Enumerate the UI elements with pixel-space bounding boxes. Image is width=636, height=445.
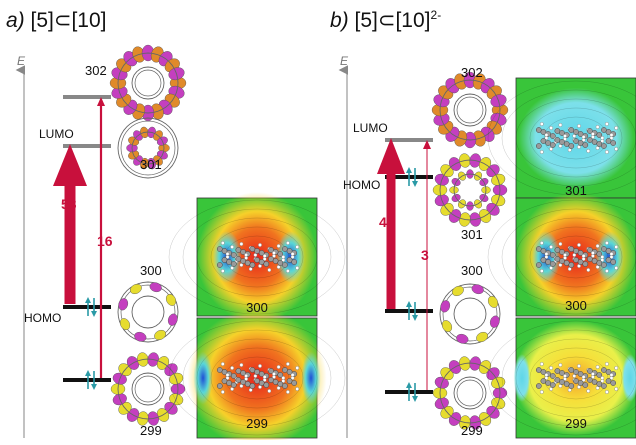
panel-a-homo-label: HOMO	[24, 311, 62, 325]
panel-b-charge: 2-	[430, 8, 442, 22]
panel-a-orbital-301-image	[117, 117, 179, 179]
panel-a-header: a) [5]⊂[10]	[6, 8, 107, 33]
panel-b-letter: b)	[330, 9, 349, 32]
panel-b-map-301	[487, 77, 636, 199]
panel-a-arrow-53	[53, 144, 87, 304]
panel-b-orbital-299: 299	[461, 423, 483, 438]
panel-a-orbital-301: 301	[140, 157, 162, 172]
panel-b-spin-pair-301	[406, 167, 418, 187]
panel-b-orbital-300: 300	[461, 263, 483, 278]
panel-a-map-label-300: 300	[246, 300, 268, 315]
panel-a-map-300	[168, 192, 346, 322]
panel-a-orbital-302-image	[109, 44, 187, 122]
panel-b-orbital-302-image	[431, 71, 509, 149]
panel-b-arrow-3	[423, 140, 431, 390]
panel-a-orbital-300: 300	[140, 263, 162, 278]
panel-a-orbital-299: 299	[140, 423, 162, 438]
panel-a-orbital-299-image	[110, 352, 186, 426]
panel-b-lumo-label: LUMO	[353, 121, 388, 135]
panel-b-orbital-302: 302	[461, 65, 483, 80]
panel-b-map-label-301: 301	[565, 183, 587, 198]
panel-b-transition-45: 45	[379, 214, 395, 230]
panel-b-graphics	[338, 65, 636, 439]
panel-a-axis-label: E	[17, 54, 26, 68]
panel-b-map-label-299: 299	[565, 416, 587, 431]
panel-b-homo-label: HOMO	[343, 178, 381, 192]
panel-b-header: b) [5]⊂[10]2-	[330, 8, 441, 33]
panel-a-map-299	[168, 308, 346, 445]
panel-b-spin-pair-299	[406, 382, 418, 402]
panel-a-transition-53: 53	[61, 196, 77, 212]
panel-a-graphics	[15, 44, 346, 445]
panel-b-axis-label: E	[340, 54, 349, 68]
panel-b-orbital-301: 301	[461, 227, 483, 242]
panel-b-formula: [5]⊂[10]	[354, 9, 431, 32]
panel-a-formula: [5]⊂[10]	[30, 9, 107, 32]
panel-b-arrow-45	[377, 138, 405, 309]
panel-a-map-label-299: 299	[246, 416, 268, 431]
panel-b-spin-pair-300	[406, 301, 418, 321]
panel-b-map-299	[487, 317, 636, 439]
panel-a-orbital-300-image	[117, 281, 179, 343]
panel-a-lumo-label: LUMO	[39, 127, 74, 141]
panel-b-orbital-301-image	[432, 153, 508, 227]
panel-b-map-300	[487, 192, 636, 322]
panel-a-transition-16: 16	[97, 233, 113, 249]
panel-a-spin-pair-300	[85, 297, 97, 317]
panel-a-arrow-16	[97, 97, 105, 378]
panel-b-transition-3: 3	[421, 247, 429, 263]
panel-b-orbital-300-image	[439, 283, 501, 345]
panel-a-letter: a)	[6, 9, 25, 32]
panel-b-orbital-299-image	[432, 356, 508, 430]
panel-a-spin-pair-299	[85, 370, 97, 390]
panel-a-orbital-302: 302	[85, 63, 107, 78]
panel-b-map-label-300: 300	[565, 298, 587, 313]
